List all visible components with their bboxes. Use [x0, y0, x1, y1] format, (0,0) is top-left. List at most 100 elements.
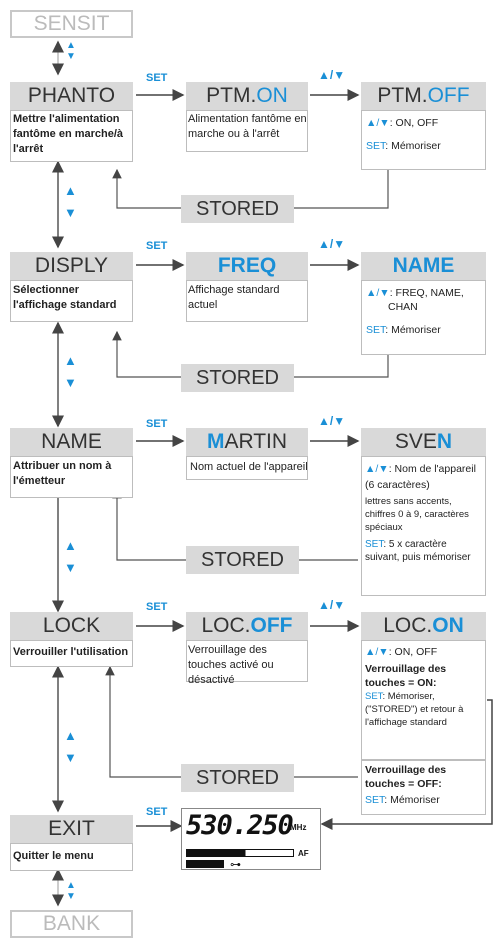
- set-label: SET: [366, 324, 386, 336]
- phanto-desc-box: [10, 110, 133, 162]
- lock-state-desc-box: [186, 640, 308, 682]
- updown-indicator-2: ▲▼: [64, 353, 77, 390]
- disply-desc-box: [10, 280, 133, 322]
- name-desc: Attribuer un nom à l'émetteur: [13, 460, 112, 487]
- name-option-charset: lettres sans accents, chiffres 0 à 9, ca…: [365, 496, 469, 533]
- lcd-frequency: 530.250: [186, 810, 294, 841]
- lock-options-box: [361, 640, 486, 760]
- phanto-state-desc-box: [186, 110, 308, 152]
- phanto-set-text: : Mémoriser: [385, 140, 441, 152]
- phanto-stored: STORED: [181, 195, 294, 223]
- phanto-option-values: : ON, OFF: [389, 117, 439, 129]
- name-next-state: SVEN: [361, 428, 486, 456]
- updown-indicator-4: ▲▼: [64, 728, 77, 765]
- name-desc-box: [10, 456, 133, 498]
- set-label: SET: [146, 806, 168, 818]
- key-lock-icon: ⊶: [230, 859, 241, 871]
- name-stored: STORED: [186, 546, 299, 574]
- lcd-unit: MHz: [290, 823, 307, 832]
- lock-next-value: ON: [432, 614, 464, 637]
- disply-stored: STORED: [181, 364, 294, 392]
- updown-label: ▲/▼: [366, 287, 390, 299]
- name-state: MARTIN: [186, 428, 308, 456]
- disply-desc: Sélectionner l'affichage standard: [13, 284, 117, 311]
- lock-next-state: LOC.ON: [361, 612, 486, 640]
- set-label: SET: [146, 72, 168, 84]
- menu-item-bank[interactable]: BANK: [10, 910, 133, 938]
- phanto-next-state: PTM.OFF: [361, 82, 486, 110]
- updown-indicator-bottom: ▲▼: [66, 880, 76, 902]
- menu-item-sensit[interactable]: SENSIT: [10, 10, 133, 38]
- updown-label: ▲/▼: [366, 117, 390, 129]
- disply-option-values-2: CHAN: [388, 301, 418, 313]
- lock-state-prefix: LOC.: [201, 614, 251, 637]
- lock-on-set-text: : Mémoriser, ("STORED") et retour à l'af…: [365, 691, 464, 728]
- updown-label: ▲/▼: [318, 414, 346, 428]
- menu-item-lock[interactable]: LOCK: [10, 612, 133, 640]
- set-label: SET: [146, 601, 168, 613]
- disply-option-values: : FREQ, NAME,: [389, 287, 464, 299]
- menu-item-name[interactable]: NAME: [10, 428, 133, 456]
- set-label: SET: [365, 539, 384, 550]
- updown-indicator-3: ▲▼: [64, 538, 77, 575]
- updown-label: ▲/▼: [318, 237, 346, 251]
- name-option-values: : Nom de l'appareil: [388, 463, 476, 475]
- name-next-rest: SVE: [394, 430, 437, 453]
- phanto-desc: Mettre l'alimentation fantôme en marche/…: [13, 113, 124, 155]
- set-label: SET: [366, 140, 386, 152]
- af-level-bar: [186, 849, 294, 857]
- disply-state-desc-box: [186, 280, 308, 322]
- phanto-options: ▲/▼: ON, OFF SET: Mémoriser: [366, 116, 484, 153]
- name-state-rest: ARTIN: [224, 430, 288, 453]
- exit-desc-box: [10, 843, 133, 871]
- name-options-box: [361, 456, 486, 596]
- lock-off-set-text: : Mémoriser: [384, 794, 440, 806]
- disply-state-desc: Affichage standard actuel: [188, 284, 280, 311]
- set-label: SET: [146, 240, 168, 252]
- disply-set-text: : Mémoriser: [385, 324, 441, 336]
- lock-off-options: Verrouillage des touches = OFF: SET: Mém…: [365, 763, 485, 807]
- name-state-desc-box: [186, 456, 308, 480]
- set-label: SET: [365, 691, 383, 702]
- name-options: ▲/▼: Nom de l'appareil (6 caractères) le…: [365, 462, 483, 564]
- battery-icon: [186, 860, 224, 868]
- name-next-last: N: [436, 430, 453, 453]
- lcd-af-label: AF: [298, 849, 309, 858]
- updown-indicator-top: ▲▼: [66, 40, 76, 62]
- menu-item-phanto[interactable]: PHANTO: [10, 82, 133, 110]
- lock-desc-box: [10, 640, 133, 667]
- lock-off-box: [361, 760, 486, 815]
- phanto-options-box: [361, 110, 486, 170]
- disply-state: FREQ: [186, 252, 308, 280]
- exit-desc: Quitter le menu: [13, 850, 94, 862]
- phanto-state: PTM.ON: [186, 82, 308, 110]
- disply-next-state: NAME: [361, 252, 486, 280]
- name-state-first: M: [206, 430, 225, 453]
- lock-options: ▲/▼: ON, OFF Verrouillage des touches = …: [365, 645, 485, 729]
- phanto-state-prefix: PTM.: [206, 84, 257, 107]
- disply-options-box: [361, 280, 486, 355]
- updown-indicator-1: ▲▼: [64, 183, 77, 220]
- menu-item-exit[interactable]: EXIT: [10, 815, 133, 843]
- lock-state-value: OFF: [250, 614, 293, 637]
- lcd-standard-display: [181, 808, 321, 870]
- phanto-next-prefix: PTM.: [377, 84, 428, 107]
- updown-label: ▲/▼: [318, 598, 346, 612]
- set-label: SET: [146, 418, 168, 430]
- lock-on-heading: Verrouillage des touches = ON:: [365, 663, 447, 689]
- lock-stored: STORED: [181, 764, 294, 792]
- name-set-text: : 5 x caractère suivant, puis mémoriser: [365, 539, 471, 563]
- lock-desc: Verrouiller l'utilisation: [13, 646, 129, 658]
- updown-label: ▲/▼: [365, 463, 389, 475]
- updown-label: ▲/▼: [318, 68, 346, 82]
- updown-label: ▲/▼: [365, 646, 389, 658]
- phanto-state-desc: Alimentation fantôme en marche ou à l'ar…: [188, 113, 307, 140]
- phanto-state-value: ON: [256, 84, 288, 107]
- lock-next-prefix: LOC.: [383, 614, 433, 637]
- lock-state-desc: Verrouillage des touches activé ou désac…: [188, 644, 274, 686]
- lock-option-values: : ON, OFF: [388, 646, 438, 658]
- lock-state: LOC.OFF: [186, 612, 308, 640]
- menu-item-disply[interactable]: DISPLY: [10, 252, 133, 280]
- lock-off-heading: Verrouillage des touches = OFF:: [365, 764, 447, 790]
- name-option-values-2: (6 caractères): [365, 479, 430, 491]
